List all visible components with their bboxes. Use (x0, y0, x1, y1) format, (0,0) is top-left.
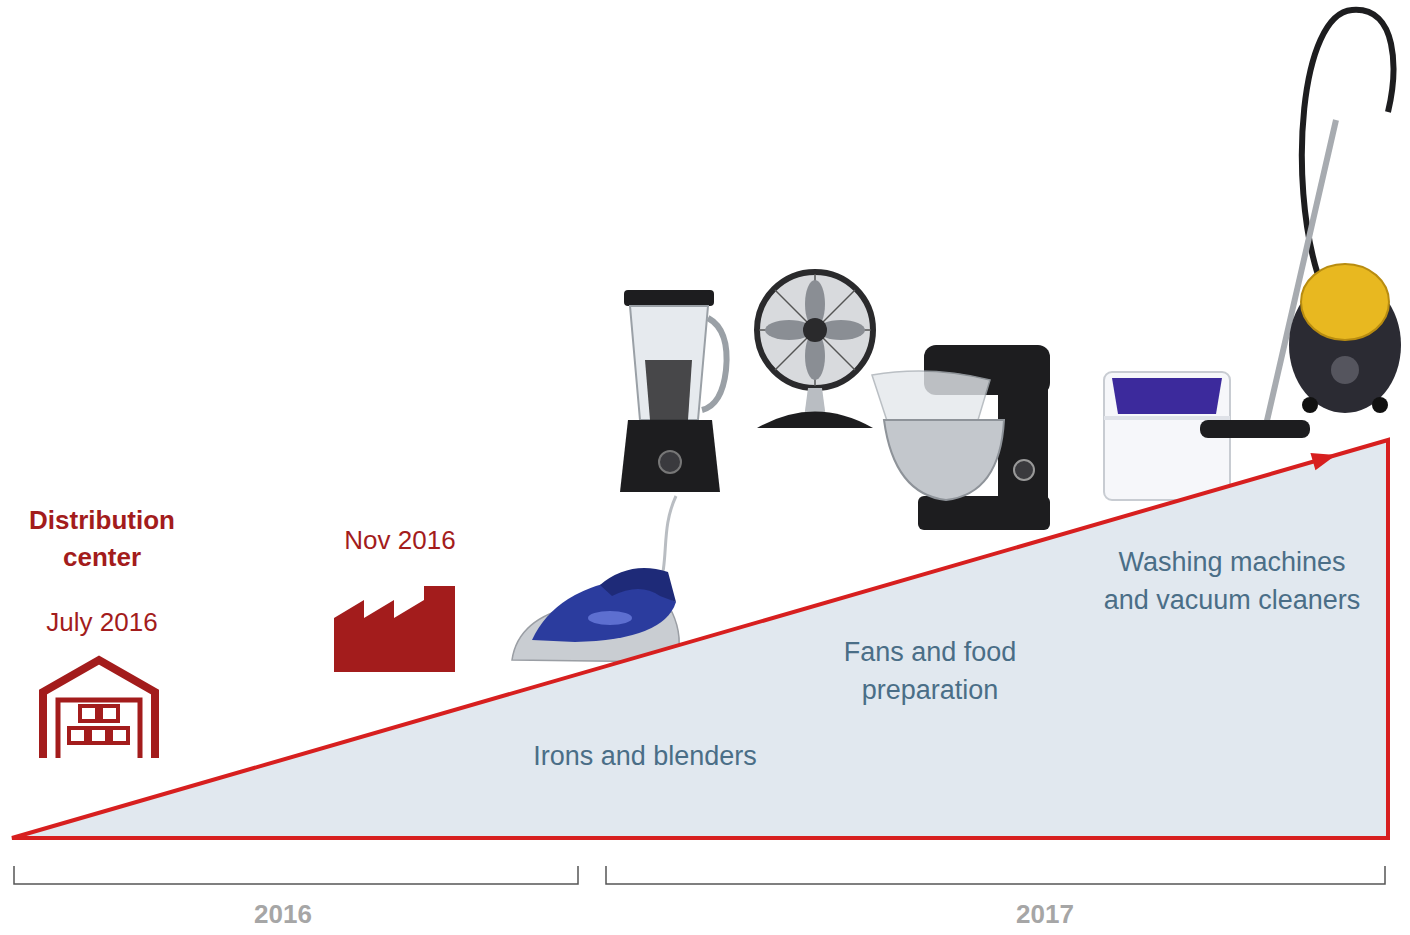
timeline-band: Irons and blenders Fans and food preparat… (12, 440, 1388, 838)
year-bracket (14, 866, 578, 884)
year-label: 2017 (945, 897, 1145, 931)
stage-label: Irons and blenders (495, 737, 795, 775)
stage-label: Washing machines and vacuum cleaners (1100, 543, 1365, 619)
milestone-label: Nov 2016 (300, 523, 500, 557)
milestone-label: July 2016 (2, 605, 202, 639)
blender-image (620, 290, 727, 492)
fan-image (757, 272, 873, 428)
mixer-image (872, 345, 1050, 530)
iron-image (512, 568, 679, 662)
arrowhead (1310, 453, 1336, 470)
stage-label: Fans and food preparation (830, 633, 1030, 709)
triangle-band (12, 440, 1388, 838)
milestone-label: Distribution center (12, 502, 192, 576)
factory-icon (334, 586, 455, 672)
year-bracket (606, 866, 1385, 884)
year-label: 2016 (183, 897, 383, 931)
vacuum-image (1200, 10, 1401, 438)
triangle-outline (12, 440, 1388, 838)
warehouse-icon (43, 660, 155, 758)
